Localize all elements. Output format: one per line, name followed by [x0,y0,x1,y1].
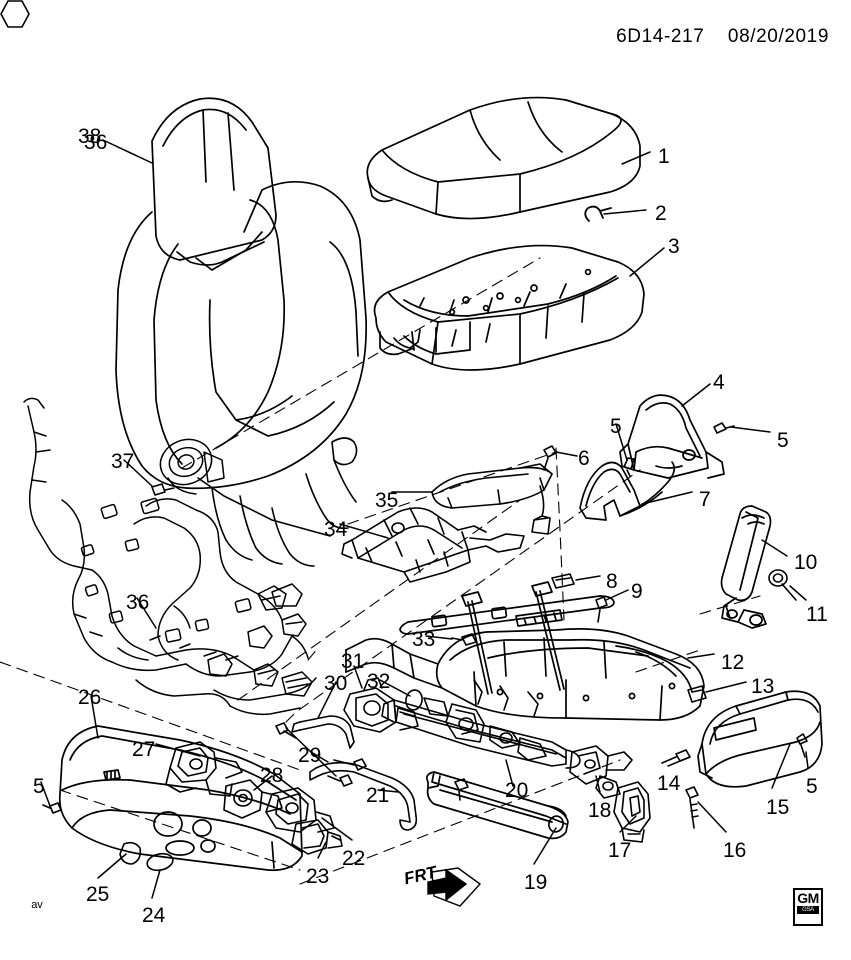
leader-lines [40,139,809,899]
callout-10: 10 [794,551,818,574]
gm-logo-secondary: GSA [797,906,819,914]
callout-1: 1 [658,145,670,168]
part-clip-13 [687,685,707,703]
part-seat-track-cover [426,771,569,840]
part-screw-5d [42,802,62,814]
part-seat-cushion-pad [373,244,645,371]
callout-2: 2 [655,202,667,225]
part-outer-trim-panel [58,725,303,872]
part-bolt-9 [595,596,608,623]
front-direction-arrow-icon [427,867,482,907]
callout-5a: 5 [610,415,622,438]
part-screw-29c [333,758,367,771]
part-recliner-mechanism [159,438,225,495]
assembly-alignment-lines [0,257,761,885]
callout-5c: 5 [806,775,818,798]
part-bolt-33 [451,633,477,646]
callout-19: 19 [524,871,548,894]
doc-number: 6D14-217 [616,26,705,47]
part-bushing-32 [405,689,423,711]
gm-logo: GM GSA [793,888,823,926]
callout-24: 24 [142,904,166,927]
part-seat-back-frame-legs [197,437,358,567]
callout-35: 35 [375,489,399,512]
callout-5b: 5 [777,429,789,452]
part-outer-side-shield [619,394,725,479]
part-motor-31 [343,677,419,733]
callout-32: 32 [367,670,391,693]
part-seat-belt-buckle [720,505,772,629]
callout-38b: 38 [78,125,102,148]
part-pin-14 [661,749,691,764]
part-inner-trim-panel [697,690,823,788]
callout-23: 23 [306,865,330,888]
callout-5d: 5 [33,775,45,798]
callout-18: 18 [588,799,612,822]
callout-3: 3 [668,235,680,258]
callout-14: 14 [657,772,681,795]
callout-36: 36 [126,591,150,614]
part-screw-5c [796,733,808,758]
part-cap-25 [119,841,142,865]
part-bolt-37 [151,483,175,496]
callout-16: 16 [723,839,747,862]
callout-13: 13 [751,675,775,698]
part-wiring-harness [23,397,317,716]
callout-22: 22 [342,847,366,870]
doc-date: 08/20/2019 [727,26,829,47]
part-seat-cushion-cover [366,96,641,220]
part-link-rod-30 [291,715,355,749]
part-screw-5a [623,457,635,477]
part-seat-back-assembly [151,97,277,266]
part-clip-8 [551,573,575,589]
callout-28: 28 [260,764,284,787]
callout-27: 27 [132,738,156,761]
part-seat-back-cushion [115,181,368,490]
part-screw-29b [327,774,353,787]
callout-12: 12 [721,651,745,674]
part-cap-24 [146,852,174,872]
part-bracket-17 [613,781,651,843]
callout-26: 26 [78,686,102,709]
callout-20: 20 [505,779,529,802]
part-seat-cushion-frame [345,581,705,721]
part-buckle-bolt-11 [768,569,797,601]
callout-25: 25 [86,883,110,906]
callout-17: 17 [608,839,632,862]
callout-15: 15 [766,796,790,819]
callout-8: 8 [606,570,618,593]
callout-31: 31 [341,650,365,673]
part-retainer-clip [584,205,612,222]
callout-34: 34 [324,518,348,541]
part-screw-5b [713,422,735,434]
part-heater-pad [431,463,553,535]
part-bolt-6 [543,445,557,471]
callout-37: 37 [111,450,135,473]
callout-7: 7 [699,488,711,511]
part-harness-connectors [207,583,313,697]
callout-21: 21 [366,784,390,807]
part-inner-side-shield [579,461,676,521]
part-bracket-27 [165,741,243,797]
part-bracket-23 [291,819,343,855]
part-seat-suspension-frame [341,507,525,583]
part-actuator-18 [569,745,633,799]
part-bolt-16 [685,786,699,829]
callout-29: 29 [298,744,322,767]
callout-4: 4 [713,371,725,394]
callout-9: 9 [631,580,643,603]
document-header: 6D14-217 08/20/2019 [616,26,829,48]
callout-6: 6 [578,447,590,470]
part-rod-21 [309,761,418,831]
callout-33: 33 [412,628,436,651]
callout-38: 36 [84,131,108,154]
part-seat-adjuster-track [381,679,581,769]
callout-30: 30 [324,672,348,695]
gm-logo-primary: GM [797,890,819,906]
callout-11: 11 [806,603,828,626]
av-stamp-icon [0,0,30,28]
